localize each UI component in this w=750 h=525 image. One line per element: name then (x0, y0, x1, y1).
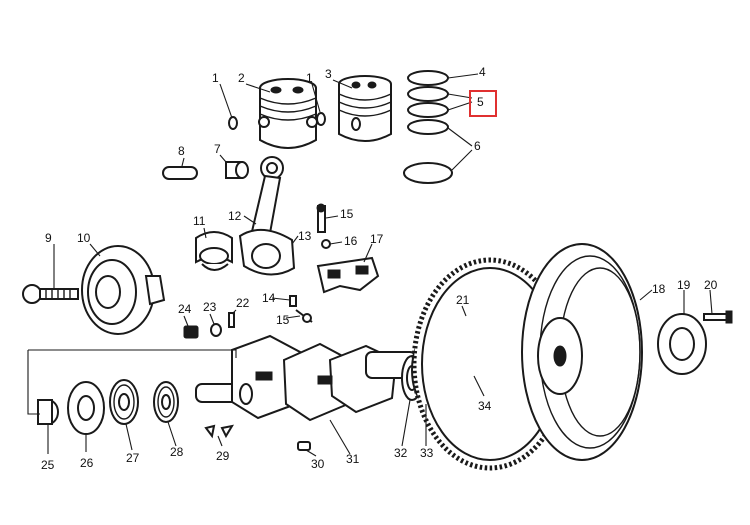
label-10: 10 (77, 231, 91, 245)
label-9: 9 (45, 231, 52, 245)
label-4: 4 (479, 65, 486, 79)
label-6: 6 (474, 139, 481, 153)
label-26: 26 (80, 456, 94, 470)
gear-28 (153, 381, 179, 423)
oil-slinger-26 (67, 381, 105, 435)
label-21: 21 (456, 293, 470, 307)
label-24: 24 (178, 302, 192, 316)
part-labels: 1 2 1 3 4 5 6 7 8 12 11 13 15 16 17 9 10… (41, 65, 718, 472)
keys-29 (204, 424, 235, 439)
flywheel-bolt-20 (703, 310, 733, 324)
label-27: 27 (126, 451, 140, 465)
rod-bolt-lower (289, 295, 313, 323)
flywheel-plate-19 (657, 313, 707, 375)
piston-right (338, 75, 392, 142)
small-end-bushing (225, 161, 249, 179)
pin-22 (228, 312, 235, 328)
pulley-bolt (22, 284, 79, 304)
label-17: 17 (370, 232, 384, 246)
sleeve-25 (37, 399, 59, 425)
washer-23 (210, 323, 222, 337)
label-28: 28 (170, 445, 184, 459)
label-23: 23 (203, 300, 217, 314)
label-34: 34 (478, 399, 492, 413)
piston-pin-clip-right (316, 112, 326, 126)
label-1-right: 1 (306, 71, 313, 85)
label-8: 8 (178, 144, 185, 158)
crank-gear-27 (109, 379, 139, 425)
label-25: 25 (41, 458, 55, 472)
label-7: 7 (214, 142, 221, 156)
label-14: 14 (262, 291, 276, 305)
label-31: 31 (346, 452, 360, 466)
label-13: 13 (298, 229, 312, 243)
highlight-box-label-5 (469, 90, 497, 117)
label-22: 22 (236, 296, 250, 310)
label-5: 5 (477, 95, 484, 109)
crank-pulley (81, 245, 166, 335)
label-30: 30 (311, 457, 325, 471)
crankshaft (195, 334, 417, 422)
label-18: 18 (652, 282, 666, 296)
flywheel (521, 243, 643, 461)
label-15-upper: 15 (340, 207, 354, 221)
label-11: 11 (193, 214, 206, 228)
leader-lines (27, 73, 713, 457)
label-3: 3 (325, 67, 332, 81)
label-33: 33 (420, 446, 434, 460)
bearing-shells (195, 231, 233, 271)
label-12: 12 (228, 209, 242, 223)
label-2: 2 (238, 71, 245, 85)
piston-left (258, 78, 318, 149)
piston-rings (403, 70, 453, 184)
label-16: 16 (344, 234, 358, 248)
label-20: 20 (704, 278, 718, 292)
plug-24 (183, 325, 199, 339)
rod-bolt-upper (316, 203, 331, 249)
piston-pin (162, 166, 198, 180)
piston-pin-clip-left (228, 116, 238, 130)
label-19: 19 (677, 278, 691, 292)
label-32: 32 (394, 446, 408, 460)
label-29: 29 (216, 449, 230, 463)
rod-cap (316, 256, 380, 294)
plug-30 (297, 441, 311, 451)
label-15-lower: 15 (276, 313, 290, 327)
connecting-rod (238, 156, 296, 276)
label-1-left: 1 (212, 71, 219, 85)
